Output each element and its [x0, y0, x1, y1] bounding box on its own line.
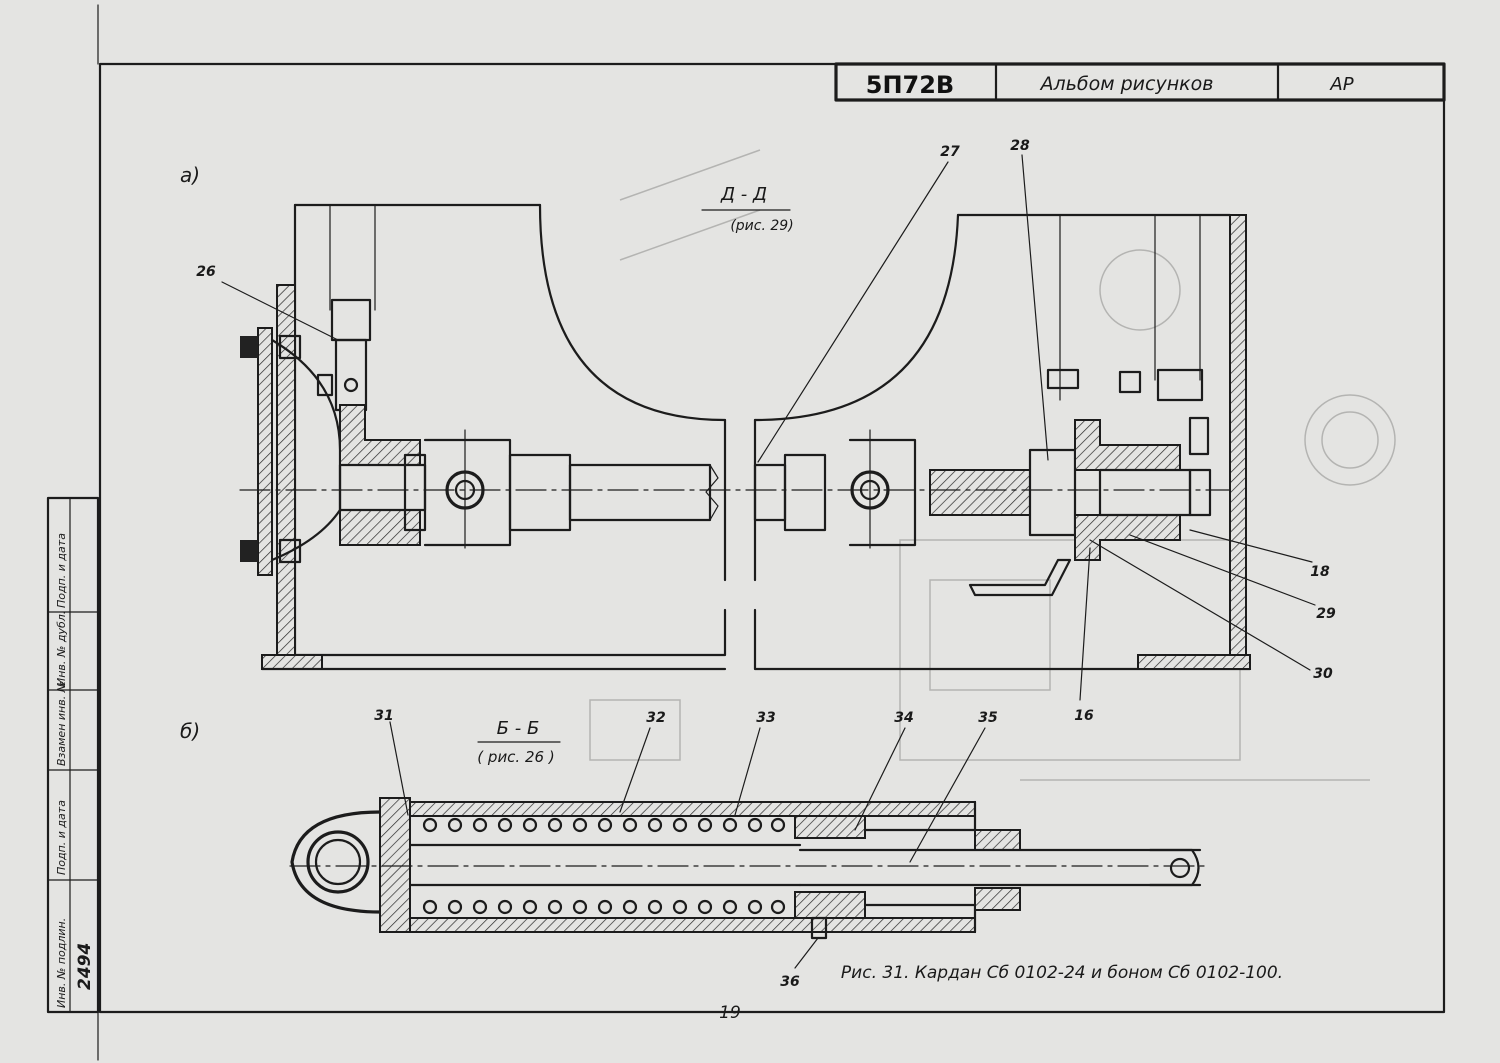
callout-18: 18 [1310, 564, 1330, 580]
stamp-field-1: Инв. № подлин. [55, 918, 68, 1008]
title-code: 5П72В [866, 71, 954, 99]
callout-29: 29 [1316, 606, 1336, 622]
callout-30: 30 [1313, 666, 1333, 682]
stamp-field-5: Подп. и дата [55, 533, 68, 608]
callout-27: 27 [940, 144, 960, 160]
leaders-b [389, 721, 986, 969]
callout-32: 32 [646, 710, 665, 726]
leaders-a [221, 154, 1316, 701]
view-b-section: Б - Б [497, 718, 540, 739]
callout-35: 35 [978, 710, 998, 726]
view-b-ref: ( рис. 26 ) [477, 748, 554, 766]
title-block [834, 62, 1446, 102]
stamp-field-3: Взамен инв. № [55, 681, 68, 766]
callout-31: 31 [374, 708, 393, 724]
callout-16: 16 [1074, 708, 1094, 724]
spring-coils-bottom [422, 899, 786, 915]
side-stamp [46, 496, 100, 1014]
title-sheet-code: АР [1329, 74, 1353, 95]
cardan-assembly-left [240, 203, 727, 671]
view-a-section: Д - Д [720, 184, 767, 205]
stamp-field-4: Инв. № дубл. [55, 611, 68, 686]
callout-34: 34 [894, 710, 913, 726]
view-b-label: б) [180, 719, 200, 743]
buffer-spring-assembly [290, 797, 1202, 940]
callout-26: 26 [196, 264, 216, 280]
cardan-assembly-right [753, 213, 1252, 671]
spring-coils-top [422, 817, 786, 833]
page-number: 19 [719, 1003, 741, 1023]
stamp-inventory-number: 2494 [75, 943, 95, 990]
callout-33: 33 [756, 710, 775, 726]
figure-caption: Рис. 31. Кардан Сб 0102-24 и боном Сб 01… [841, 963, 1283, 983]
callout-36: 36 [780, 974, 800, 990]
callout-28: 28 [1010, 138, 1030, 154]
view-a-label: а) [180, 163, 200, 187]
stamp-field-2: Подп. и дата [55, 800, 68, 875]
title-album: Альбом рисунков [1039, 73, 1214, 95]
view-a-ref: (рис. 29) [730, 218, 793, 234]
